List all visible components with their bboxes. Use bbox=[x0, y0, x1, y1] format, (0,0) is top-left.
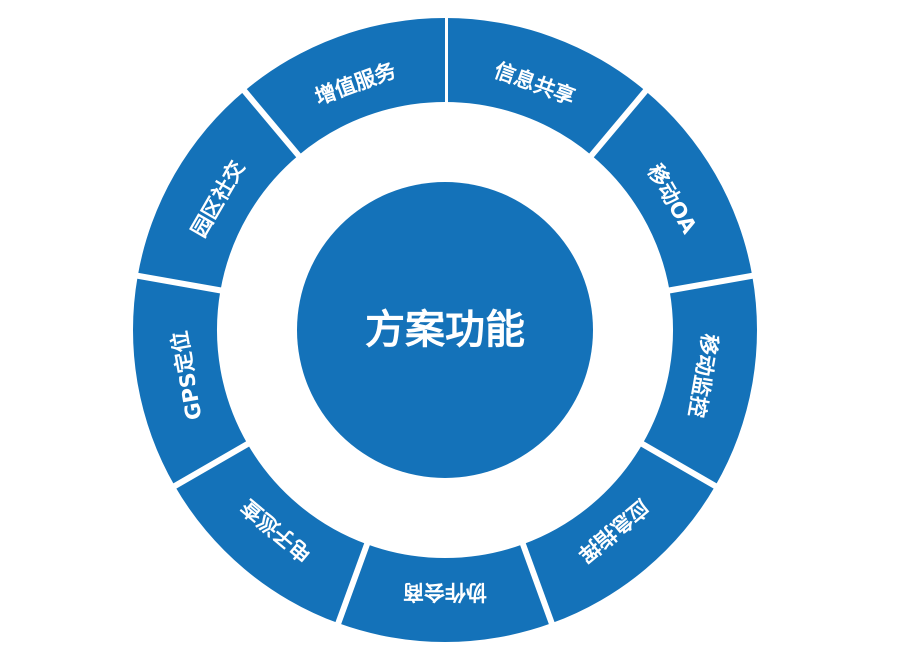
segment-divider bbox=[334, 541, 371, 627]
segment-divider bbox=[240, 87, 303, 159]
segment-divider bbox=[639, 440, 719, 490]
segment-park-social bbox=[137, 90, 299, 291]
segment-divider bbox=[171, 440, 251, 490]
segment-divider bbox=[519, 541, 556, 627]
segment-divider bbox=[135, 272, 223, 294]
segment-divider bbox=[667, 272, 755, 294]
segment-collaborative-consultation bbox=[338, 544, 552, 642]
segment-collaborative-consultation-label: 协作会商 bbox=[403, 580, 487, 604]
segment-mobile-oa bbox=[591, 90, 753, 291]
segment-divider bbox=[587, 87, 650, 159]
segment-info-sharing bbox=[445, 18, 646, 156]
center-title: 方案功能 bbox=[365, 307, 525, 353]
center-circle bbox=[297, 182, 593, 478]
segment-value-added-services bbox=[244, 17, 445, 156]
segment-gps-positioning bbox=[133, 275, 248, 486]
segment-emergency-command bbox=[522, 444, 716, 624]
segment-mobile-monitoring bbox=[642, 275, 758, 486]
segment-electronic-patrol bbox=[174, 444, 368, 624]
